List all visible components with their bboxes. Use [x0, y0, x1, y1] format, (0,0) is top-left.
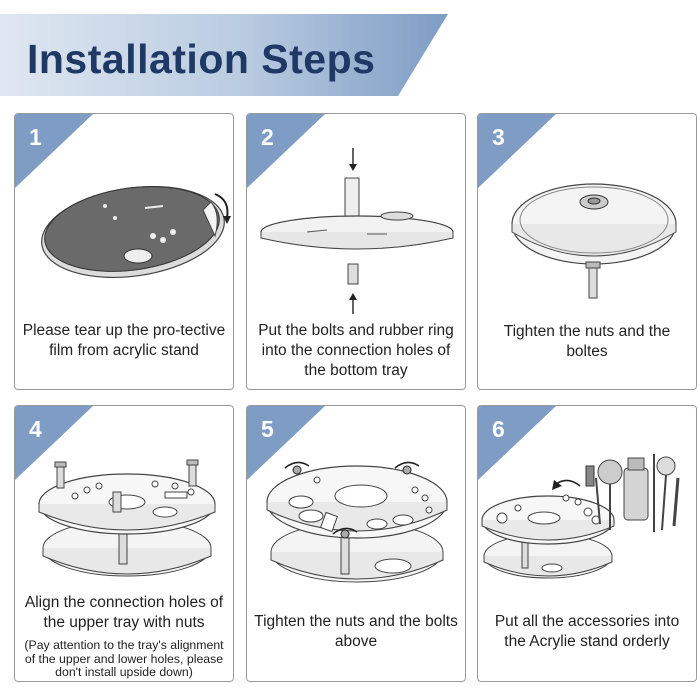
- step-card-3: 3 Tighten the nuts and the boltes: [477, 113, 697, 390]
- step-badge: [15, 406, 93, 480]
- step-caption: Tighten the nuts and the bolts above: [254, 613, 458, 650]
- step-caption: Put the bolts and rubber ring into the c…: [258, 322, 454, 379]
- step-badge: [247, 406, 325, 480]
- step-caption: Put all the accessories into the Acrylie…: [494, 613, 680, 650]
- step-card-5: 5 Tighten the nuts and the bolts above: [246, 405, 466, 682]
- step-badge: [15, 114, 93, 188]
- step-badge: [478, 114, 556, 188]
- tighten-nut-illustration: [511, 183, 677, 299]
- step-number: 4: [29, 416, 42, 442]
- step-badge: [478, 406, 556, 480]
- banner: [0, 14, 448, 96]
- align-tray-illustration: [38, 459, 216, 577]
- step-card-4: 4 Align the connection holes of the uppe…: [14, 405, 234, 682]
- tighten-top-illustration: [266, 461, 448, 583]
- step-caption: Align the connection holes of the upper …: [24, 594, 224, 631]
- accessories-illustration: [481, 454, 680, 579]
- step-card-6: 6 Put all the accessories into the Acryl…: [477, 405, 697, 682]
- step-badge: [247, 114, 325, 188]
- step-caption: Tighten the nuts and the boltes: [503, 323, 671, 360]
- step-number: 3: [492, 124, 505, 150]
- page-title: Installation Steps: [27, 36, 376, 82]
- step-number: 5: [261, 416, 274, 442]
- step-number: 2: [261, 124, 274, 150]
- step-card-1: 1 Please tear up the pro-tective film fr…: [14, 113, 234, 390]
- step-card-2: 2 Put the bolts and rubber ring into the…: [246, 113, 466, 390]
- step-caption: Please tear up the pro-tective film from…: [22, 322, 226, 359]
- step-number: 1: [29, 124, 42, 150]
- step-note: (Pay attention to the tray's alignment o…: [24, 638, 224, 679]
- peel-film-illustration: [41, 185, 231, 279]
- step-number: 6: [492, 416, 505, 442]
- bolt-insert-illustration: [260, 148, 454, 314]
